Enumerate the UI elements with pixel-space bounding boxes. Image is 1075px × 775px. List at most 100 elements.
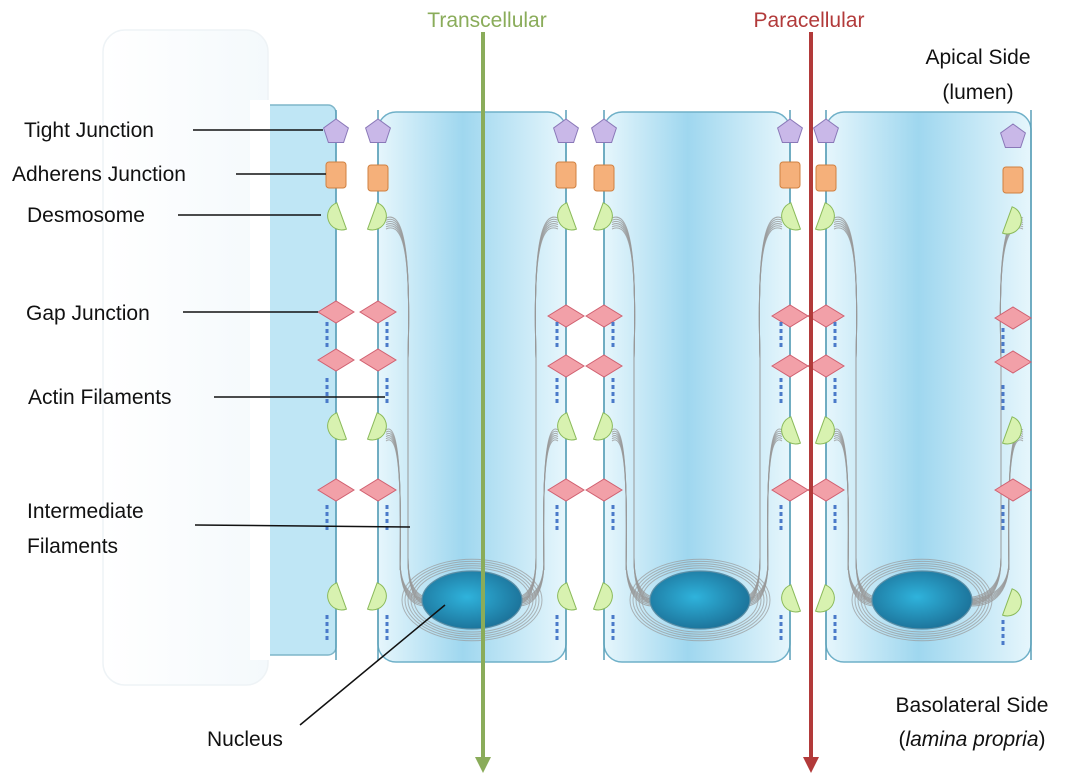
actin-filament-mark: [386, 336, 389, 340]
adherens-junction-icon: [780, 162, 800, 188]
actin-filament-mark: [1002, 406, 1005, 410]
actin-filament-mark: [834, 615, 837, 619]
actin-filament-mark: [556, 629, 559, 633]
actin-filament-mark: [612, 343, 615, 347]
actin-filament-mark: [612, 336, 615, 340]
actin-filament-mark: [780, 629, 783, 633]
actin-filament-mark: [1002, 519, 1005, 523]
actin-filament-mark: [780, 343, 783, 347]
actin-filament-mark: [780, 399, 783, 403]
actin-filament-mark: [386, 505, 389, 509]
actin-filament-mark: [612, 622, 615, 626]
actin-filament-mark: [612, 615, 615, 619]
nucleus-3: [872, 571, 972, 629]
actin-filament-mark: [612, 378, 615, 382]
actin-filament-mark: [326, 505, 329, 509]
actin-filament-mark: [780, 392, 783, 396]
actin-filament-mark: [834, 385, 837, 389]
actin-filament-mark: [386, 629, 389, 633]
actin-filament-mark: [386, 512, 389, 516]
actin-filament-mark: [556, 512, 559, 516]
actin-filament-mark: [612, 322, 615, 326]
adherens-junction-icon: [816, 165, 836, 191]
actin-filament-mark: [1002, 392, 1005, 396]
actin-filament-mark: [780, 505, 783, 509]
paren-open: (: [898, 728, 905, 751]
actin-filament-mark: [556, 622, 559, 626]
intermediate-filaments-label-1: Intermediate: [27, 500, 144, 523]
actin-filament-mark: [780, 336, 783, 340]
actin-filament-mark: [556, 526, 559, 530]
actin-filament-mark: [326, 329, 329, 333]
actin-filament-mark: [612, 392, 615, 396]
actin-filament-mark: [386, 622, 389, 626]
actin-filament-mark: [612, 629, 615, 633]
adherens-junction-icon: [1003, 167, 1023, 193]
adherens-junction-label: Adherens Junction: [12, 163, 186, 186]
actin-filament-mark: [386, 322, 389, 326]
gap-junction-label: Gap Junction: [26, 302, 150, 325]
actin-filament-mark: [1002, 620, 1005, 624]
actin-filament-mark: [780, 512, 783, 516]
lamina-propria-text: lamina propria: [905, 728, 1038, 751]
actin-filament-mark: [780, 615, 783, 619]
actin-filament-mark: [1002, 349, 1005, 353]
actin-filaments-label: Actin Filaments: [28, 386, 172, 409]
nucleus-label: Nucleus: [207, 728, 283, 751]
actin-filament-mark: [834, 399, 837, 403]
adherens-junction-icon: [326, 162, 346, 188]
actin-filament-mark: [834, 392, 837, 396]
actin-filament-mark: [326, 336, 329, 340]
actin-filament-mark: [326, 629, 329, 633]
actin-filament-mark: [1002, 526, 1005, 530]
actin-filament-mark: [834, 378, 837, 382]
actin-filament-mark: [1002, 342, 1005, 346]
actin-filament-mark: [326, 615, 329, 619]
actin-filament-mark: [556, 385, 559, 389]
actin-filament-mark: [556, 615, 559, 619]
actin-filament-mark: [1002, 335, 1005, 339]
actin-filament-mark: [386, 343, 389, 347]
actin-filament-mark: [834, 329, 837, 333]
actin-filament-mark: [556, 343, 559, 347]
actin-filament-mark: [612, 519, 615, 523]
actin-filament-mark: [780, 385, 783, 389]
actin-filament-mark: [386, 392, 389, 396]
actin-filament-mark: [1002, 512, 1005, 516]
actin-filament-mark: [1002, 641, 1005, 645]
actin-filament-mark: [556, 322, 559, 326]
actin-filament-mark: [556, 636, 559, 640]
actin-filament-mark: [326, 399, 329, 403]
lamina-propria-label: (lamina propria): [898, 728, 1045, 751]
paracellular-label: Paracellular: [754, 9, 865, 32]
actin-filament-mark: [326, 385, 329, 389]
actin-filament-mark: [556, 378, 559, 382]
actin-filament-mark: [386, 329, 389, 333]
actin-filament-mark: [834, 622, 837, 626]
actin-filament-mark: [780, 329, 783, 333]
actin-filament-mark: [1002, 399, 1005, 403]
apical-side-label: Apical Side: [925, 46, 1030, 69]
actin-filament-mark: [326, 322, 329, 326]
actin-filament-mark: [326, 392, 329, 396]
actin-filament-mark: [1002, 505, 1005, 509]
actin-filament-mark: [326, 512, 329, 516]
actin-filament-mark: [1002, 385, 1005, 389]
actin-filament-mark: [326, 622, 329, 626]
actin-filament-mark: [1002, 328, 1005, 332]
actin-filament-mark: [386, 636, 389, 640]
actin-filament-mark: [1002, 627, 1005, 631]
actin-filament-mark: [612, 512, 615, 516]
actin-filament-mark: [386, 385, 389, 389]
actin-filament-mark: [556, 505, 559, 509]
adherens-junction-icon: [556, 162, 576, 188]
apical-lumen-label: (lumen): [942, 81, 1013, 104]
actin-filament-mark: [612, 329, 615, 333]
actin-filament-mark: [326, 378, 329, 382]
actin-filament-mark: [834, 629, 837, 633]
actin-filament-mark: [780, 526, 783, 530]
actin-filament-mark: [556, 392, 559, 396]
actin-filament-mark: [1002, 634, 1005, 638]
actin-filament-mark: [326, 519, 329, 523]
actin-filament-mark: [612, 385, 615, 389]
